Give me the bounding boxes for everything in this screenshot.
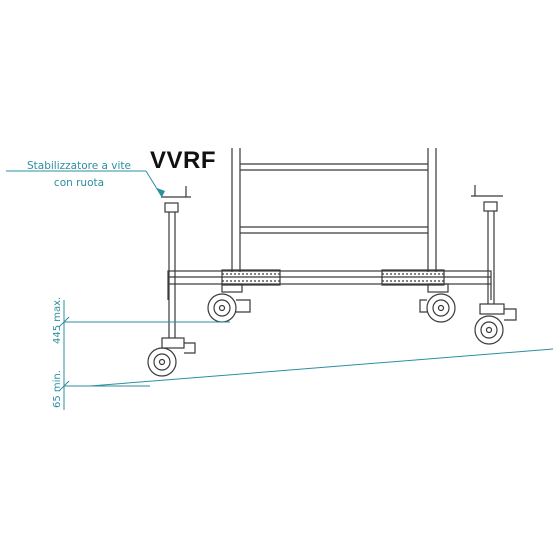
cart-frame bbox=[167, 148, 492, 300]
wheel-stabilizer-left bbox=[147, 337, 196, 377]
stabilizer-right-nut bbox=[483, 201, 498, 212]
callout-leader bbox=[145, 170, 163, 198]
sloped-floor-line bbox=[89, 348, 554, 387]
wheel-stabilizer-right bbox=[474, 303, 517, 345]
callout-line-1: Stabilizzatore a vite bbox=[27, 160, 131, 172]
wheel-inner-right bbox=[419, 283, 456, 323]
wheel-inner-left bbox=[207, 283, 251, 323]
rail-joint-right bbox=[381, 269, 445, 286]
callout-arrowhead bbox=[157, 188, 165, 197]
wheels bbox=[147, 283, 517, 377]
rail-joint-left bbox=[221, 269, 281, 286]
stabilizer-right bbox=[471, 185, 503, 304]
dim-min-label: 65 min. bbox=[52, 370, 63, 408]
stabilizer-left-nut bbox=[164, 202, 179, 213]
callout-line-2: con ruota bbox=[53, 177, 105, 189]
dimension-lines bbox=[6, 170, 554, 410]
model-label: VVRF bbox=[150, 147, 217, 174]
dim-tick-lower bbox=[58, 380, 70, 392]
dim-tick-upper bbox=[58, 316, 70, 328]
stabilizer-left bbox=[161, 186, 191, 338]
dim-max-label: 445 max. bbox=[52, 297, 63, 344]
callout-label: Stabilizzatore a vite con ruota bbox=[6, 159, 152, 191]
